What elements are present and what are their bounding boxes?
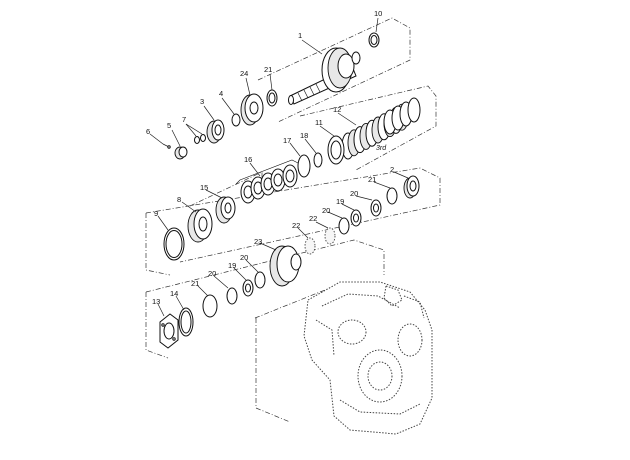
part-24-gear bbox=[240, 93, 264, 126]
part-11-clutch-plate bbox=[327, 135, 345, 165]
callout-18: 18 bbox=[300, 131, 308, 140]
part-6-pin bbox=[162, 143, 171, 149]
part-10-snap-ring bbox=[368, 32, 380, 48]
callout-21-low: 21 bbox=[191, 279, 199, 288]
callout-21-top: 21 bbox=[264, 65, 272, 74]
callout-15: 15 bbox=[200, 183, 208, 192]
part-2-bearing bbox=[403, 175, 420, 199]
part-1-main-shaft bbox=[288, 47, 361, 105]
callout-3rd: 3rd bbox=[376, 145, 387, 152]
callout-5: 5 bbox=[167, 121, 171, 130]
part-4-washer bbox=[231, 113, 241, 127]
callout-20-mid: 20 bbox=[350, 189, 358, 198]
part-20-washer-mid bbox=[370, 199, 382, 217]
callout-labels: 1 10 21 24 4 3 7 5 6 12 11 18 17 16 3rd … bbox=[146, 9, 394, 306]
part-5-cap bbox=[174, 146, 188, 160]
callout-9: 9 bbox=[154, 209, 158, 218]
callout-24: 24 bbox=[240, 69, 248, 78]
callout-21-mid: 21 bbox=[368, 175, 376, 184]
part-19-bearing-mid bbox=[350, 209, 362, 227]
part-3-bearing bbox=[206, 119, 225, 144]
part-21-ring-top bbox=[266, 89, 278, 107]
callout-20-mid-b: 20 bbox=[322, 206, 330, 215]
part-23-gear bbox=[269, 245, 302, 287]
callout-22-left: 22 bbox=[292, 221, 300, 230]
callout-7: 7 bbox=[182, 115, 186, 124]
callout-17: 17 bbox=[283, 136, 291, 145]
part-9-snap-ring bbox=[163, 227, 185, 261]
callout-19-low: 19 bbox=[228, 261, 236, 270]
part-8-gear bbox=[187, 208, 213, 243]
callout-1: 1 bbox=[298, 31, 302, 40]
callout-11: 11 bbox=[315, 118, 323, 127]
part-21-ring-low bbox=[202, 294, 218, 318]
callout-6: 6 bbox=[146, 127, 150, 136]
callout-20-low: 20 bbox=[240, 253, 248, 262]
callout-23: 23 bbox=[254, 237, 262, 246]
callout-19-mid: 19 bbox=[336, 197, 344, 206]
part-22-roller-bearings bbox=[304, 227, 336, 255]
part-13-retainer-plate bbox=[159, 313, 179, 349]
callout-3: 3 bbox=[200, 97, 204, 106]
callout-13: 13 bbox=[152, 297, 160, 306]
part-19-bearing-low bbox=[242, 279, 254, 297]
part-20-washer-mid-b bbox=[338, 217, 350, 235]
transmission-housing bbox=[303, 281, 433, 435]
callout-10: 10 bbox=[374, 9, 382, 18]
part-18-ring bbox=[313, 152, 323, 168]
part-14-snap-ring bbox=[178, 307, 194, 337]
part-12-clutch-pack bbox=[341, 97, 421, 160]
leader-lines bbox=[149, 17, 409, 317]
callout-12: 12 bbox=[333, 105, 341, 114]
callout-8: 8 bbox=[177, 195, 181, 204]
callout-4: 4 bbox=[219, 89, 223, 98]
callout-14: 14 bbox=[170, 289, 178, 298]
callout-22-right: 22 bbox=[309, 214, 317, 223]
part-15-piston bbox=[215, 196, 236, 224]
part-20-washer-low bbox=[254, 271, 266, 289]
part-21-ring-mid bbox=[386, 187, 398, 205]
part-20-washer-low-b bbox=[226, 287, 238, 305]
callout-20-low-b: 20 bbox=[208, 269, 216, 278]
callout-2: 2 bbox=[390, 165, 394, 174]
part-17-plate bbox=[297, 154, 311, 178]
callout-16: 16 bbox=[244, 155, 252, 164]
part-16-plate-set bbox=[235, 159, 299, 204]
part-7-rings bbox=[194, 134, 206, 144]
